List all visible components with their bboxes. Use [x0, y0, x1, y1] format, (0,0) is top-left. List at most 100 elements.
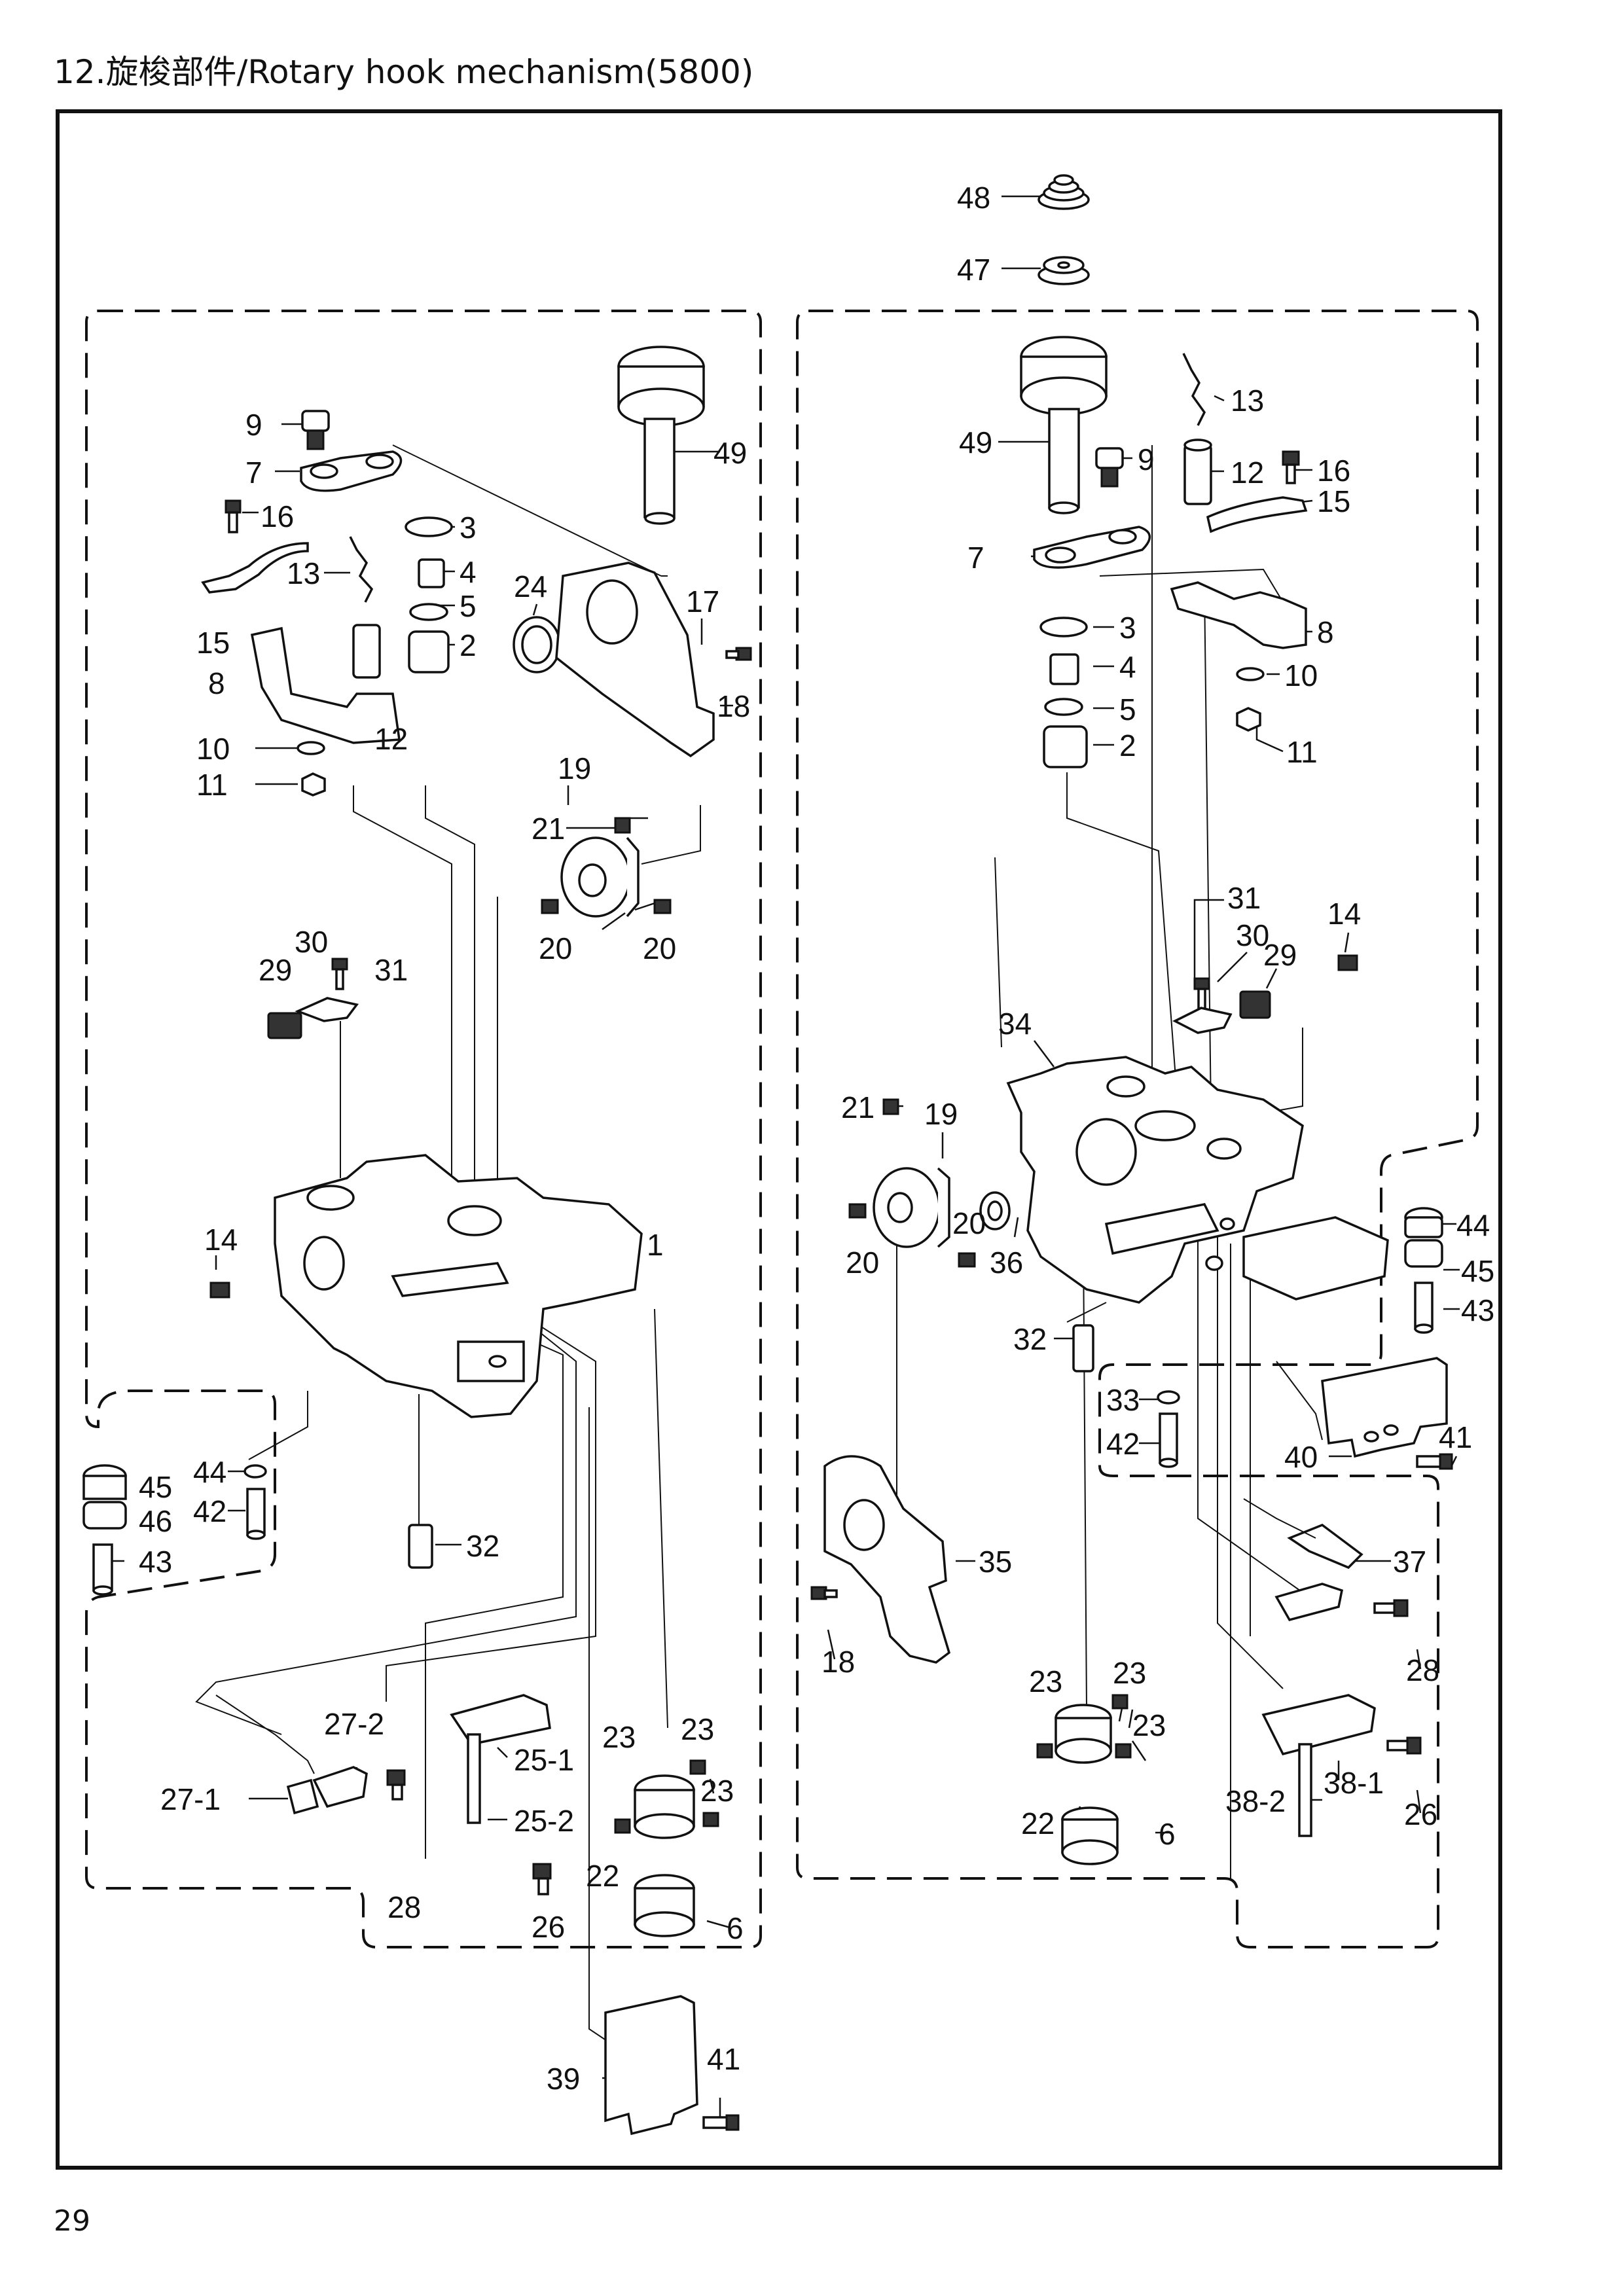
- screw-21-r: [882, 1098, 899, 1115]
- callout-label: 23: [1132, 1708, 1166, 1742]
- screw-20r-a: [848, 1203, 867, 1219]
- callout-label: 14: [204, 1223, 238, 1257]
- screw-14: [209, 1282, 230, 1299]
- switch-37-lever: [1274, 1583, 1344, 1622]
- screw-23b: [614, 1818, 631, 1834]
- callout-label: 28: [388, 1890, 421, 1924]
- screw-41: [702, 2114, 740, 2131]
- callout-label: 20: [643, 931, 676, 965]
- callout-label: 43: [1461, 1293, 1494, 1327]
- callout-label: 42: [193, 1494, 226, 1528]
- screw-14-r: [1337, 954, 1358, 971]
- callout-label: 3: [460, 511, 477, 545]
- callout-label: 25-1: [514, 1743, 574, 1777]
- callout-label: 25-2: [514, 1804, 574, 1838]
- callout-label: 20: [539, 931, 572, 965]
- screw-21: [614, 817, 631, 834]
- switch-37: [1287, 1524, 1363, 1570]
- plate-40: [1321, 1357, 1448, 1458]
- switch-27-1: [286, 1778, 319, 1815]
- callout-label: 40: [1284, 1440, 1318, 1474]
- bracket-8: [250, 626, 401, 744]
- callout-label: 14: [1327, 897, 1361, 931]
- gear-19: [560, 836, 640, 918]
- callout-label: 36: [990, 1246, 1023, 1280]
- callout-label: 4: [1119, 650, 1136, 684]
- screw-31-r: [1193, 977, 1210, 1010]
- screw-41-r: [1416, 1453, 1453, 1470]
- callout-label: 44: [1456, 1208, 1490, 1242]
- hook-base-34: [1006, 1056, 1304, 1304]
- callout-label: 21: [532, 812, 565, 846]
- callout-label: 43: [139, 1545, 172, 1579]
- callout-label: 30: [1236, 918, 1269, 952]
- gear-19-r: [873, 1167, 950, 1248]
- plate-30: [295, 997, 359, 1022]
- callout-label: 41: [707, 2042, 740, 2076]
- callout-label: 34: [998, 1007, 1032, 1041]
- callout-label: 29: [259, 953, 292, 987]
- callout-label: 1: [647, 1228, 664, 1262]
- bushing-6: [634, 1874, 695, 1937]
- spring-15: [201, 542, 309, 594]
- cable-37: [1243, 1498, 1316, 1539]
- callout-label: 41: [1439, 1420, 1472, 1454]
- callout-label: 11: [1286, 735, 1318, 769]
- callout-label: 11: [196, 768, 228, 802]
- screw-42-r: [1159, 1412, 1178, 1468]
- callout-label: 28: [1406, 1653, 1439, 1687]
- callout-label: 9: [245, 408, 262, 442]
- screw-18-r: [810, 1586, 838, 1600]
- screw-9: [301, 410, 330, 450]
- pin-32: [408, 1524, 433, 1569]
- callout-label: 21: [841, 1090, 875, 1124]
- bushing-2: [408, 630, 450, 673]
- screw-20a: [541, 899, 559, 914]
- rotary-hook-49: [617, 346, 705, 525]
- callout-label: 18: [821, 1645, 855, 1679]
- callout-label: 17: [686, 584, 719, 619]
- screw-23r-c: [1115, 1743, 1132, 1759]
- nut-11: [301, 772, 326, 797]
- ring-5-r: [1044, 698, 1083, 716]
- gear-22: [634, 1774, 695, 1839]
- callout-label: 10: [196, 732, 230, 766]
- screw-26-r: [1386, 1736, 1422, 1755]
- callout-label: 38-2: [1225, 1784, 1286, 1818]
- callout-label: 13: [1231, 384, 1264, 418]
- plate-39: [604, 1995, 698, 2136]
- bearing-4-r: [1049, 653, 1079, 685]
- callout-label: 44: [193, 1455, 226, 1489]
- screw-16: [225, 499, 242, 533]
- shaft-25-2: [467, 1733, 481, 1824]
- screw-23r-b: [1036, 1743, 1053, 1759]
- collar-45-r: [1404, 1239, 1443, 1268]
- hook-base-1: [274, 1154, 643, 1418]
- screw-9-r: [1095, 447, 1124, 488]
- callout-label: 45: [1461, 1254, 1494, 1288]
- collar-46: [82, 1501, 127, 1530]
- bobbin-47: [1038, 256, 1090, 285]
- screw-23r-a: [1111, 1694, 1128, 1710]
- callout-label: 23: [681, 1712, 714, 1746]
- callout-label: 20: [846, 1246, 879, 1280]
- screw-23c: [702, 1812, 719, 1827]
- right-group-parts: [810, 174, 1453, 1865]
- screw-28: [386, 1769, 406, 1801]
- callout-label: 7: [245, 456, 262, 490]
- callout-label: 9: [1138, 442, 1155, 476]
- washer-33: [1157, 1390, 1180, 1405]
- switch-38-1: [1261, 1694, 1376, 1756]
- callout-label: 39: [547, 2062, 580, 2096]
- spring-15-r: [1206, 496, 1308, 533]
- callout-label: 15: [1317, 484, 1350, 518]
- nut-11-r: [1236, 707, 1261, 732]
- screw-42: [246, 1488, 266, 1540]
- callout-label: 27-2: [324, 1707, 384, 1741]
- shaft-38-2: [1298, 1743, 1312, 1837]
- left-group-boundary: [85, 310, 762, 1948]
- callout-label: 23: [700, 1774, 734, 1808]
- callout-label: 27-1: [160, 1782, 221, 1816]
- callout-label: 22: [586, 1859, 619, 1893]
